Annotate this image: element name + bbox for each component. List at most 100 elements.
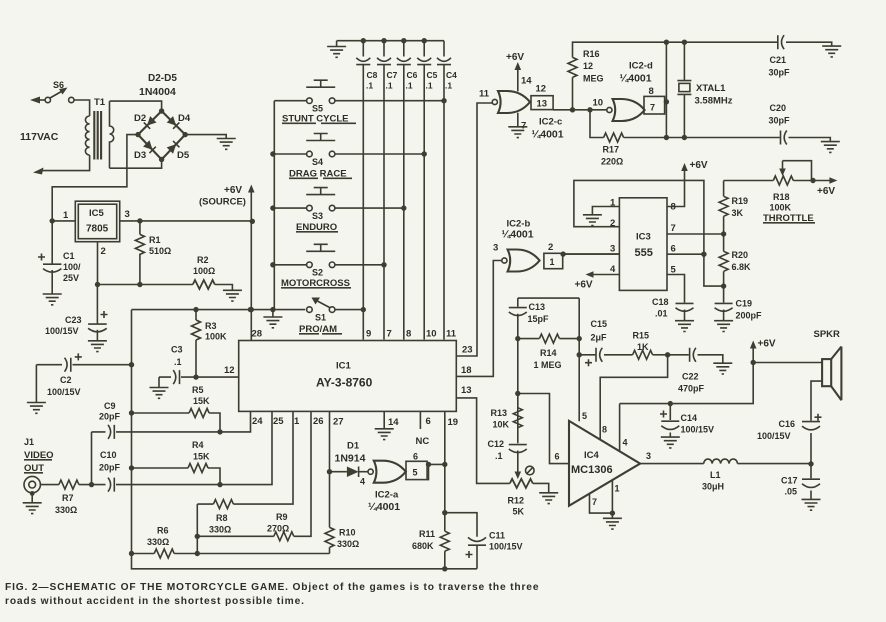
svg-text:.1: .1: [366, 81, 373, 91]
svg-text:C13: C13: [529, 302, 546, 312]
svg-text:IC2-d: IC2-d: [629, 61, 653, 72]
svg-text:5: 5: [582, 411, 587, 421]
svg-text:THROTTLE: THROTTLE: [763, 213, 814, 224]
svg-text:+6V: +6V: [690, 160, 708, 171]
svg-text:3: 3: [125, 209, 130, 220]
svg-text:.1: .1: [406, 81, 413, 91]
svg-text:9: 9: [366, 329, 371, 340]
svg-text:27: 27: [333, 417, 344, 428]
svg-text:3.58MHz: 3.58MHz: [695, 96, 733, 107]
svg-text:7: 7: [521, 121, 526, 132]
svg-text:R14: R14: [540, 348, 557, 358]
svg-text:30pF: 30pF: [769, 116, 791, 126]
svg-text:100K: 100K: [205, 332, 227, 342]
svg-text:28: 28: [252, 329, 263, 340]
svg-text:14: 14: [521, 76, 532, 87]
svg-text:(SOURCE): (SOURCE): [199, 197, 246, 208]
svg-text:+6V: +6V: [506, 52, 524, 63]
svg-text:100Ω: 100Ω: [193, 266, 215, 276]
svg-text:C22: C22: [682, 372, 699, 382]
svg-text:C11: C11: [489, 531, 505, 541]
svg-text:25: 25: [273, 416, 284, 427]
svg-text:.05: .05: [785, 487, 798, 497]
svg-text:30pF: 30pF: [769, 68, 791, 78]
svg-text:IC3: IC3: [636, 232, 651, 243]
svg-text:S6: S6: [53, 80, 64, 90]
svg-text:C5: C5: [427, 70, 438, 80]
svg-text:.01: .01: [655, 309, 668, 319]
svg-text:7805: 7805: [86, 224, 109, 235]
svg-text:5K: 5K: [513, 507, 525, 517]
svg-text:24: 24: [252, 416, 263, 427]
svg-text:C23: C23: [65, 315, 82, 325]
svg-text:5: 5: [413, 468, 418, 478]
svg-text:2: 2: [101, 246, 106, 257]
svg-text:R10: R10: [339, 528, 356, 538]
svg-text:D5: D5: [177, 150, 190, 161]
svg-text:330Ω: 330Ω: [55, 505, 77, 515]
svg-text:SPKR: SPKR: [814, 329, 841, 340]
svg-text:7: 7: [592, 497, 597, 507]
svg-text:NC: NC: [416, 436, 430, 447]
svg-text:MC1306: MC1306: [571, 464, 613, 476]
svg-text:+6V: +6V: [817, 186, 835, 197]
svg-text:15K: 15K: [193, 396, 210, 406]
svg-text:6: 6: [413, 452, 418, 462]
svg-text:680K: 680K: [412, 541, 434, 551]
svg-text:1: 1: [63, 210, 69, 221]
svg-text:IC2-a: IC2-a: [375, 490, 399, 501]
svg-text:+6V: +6V: [224, 185, 242, 196]
svg-text:270Ω: 270Ω: [267, 524, 289, 534]
svg-text:C2: C2: [60, 375, 72, 385]
svg-text:15K: 15K: [193, 452, 210, 462]
svg-text:J1: J1: [24, 437, 34, 447]
svg-text:.1: .1: [495, 451, 503, 461]
svg-text:IC4: IC4: [584, 450, 600, 461]
svg-text:1: 1: [610, 198, 616, 209]
svg-text:23: 23: [462, 345, 473, 356]
svg-text:3: 3: [493, 243, 498, 254]
svg-text:¼4001: ¼4001: [620, 73, 652, 85]
svg-text:11: 11: [479, 89, 490, 100]
svg-text:10K: 10K: [493, 420, 510, 430]
svg-text:C8: C8: [367, 70, 378, 80]
svg-text:8: 8: [406, 329, 411, 340]
svg-text:D4: D4: [178, 113, 191, 124]
svg-text:100/15V: 100/15V: [489, 542, 523, 552]
svg-text:25V: 25V: [63, 273, 79, 283]
svg-text:S2: S2: [312, 268, 323, 278]
svg-text:4: 4: [623, 438, 628, 448]
svg-text:R5: R5: [192, 385, 204, 395]
svg-text:20pF: 20pF: [99, 412, 121, 422]
svg-text:30μH: 30μH: [702, 482, 724, 492]
svg-text:220Ω: 220Ω: [601, 157, 623, 167]
svg-text:+6V: +6V: [758, 339, 776, 350]
svg-text:7: 7: [650, 103, 655, 113]
svg-text:FIG. 2—SCHEMATIC OF THE MOTORC: FIG. 2—SCHEMATIC OF THE MOTORCYCLE GAME.…: [5, 582, 539, 593]
svg-text:DRAG RACE: DRAG RACE: [289, 169, 347, 180]
svg-text:100/: 100/: [63, 262, 81, 272]
svg-text:2: 2: [548, 242, 553, 253]
svg-text:S5: S5: [312, 104, 323, 114]
svg-text:1K: 1K: [637, 342, 649, 352]
svg-text:13: 13: [461, 385, 472, 396]
svg-text:R16: R16: [583, 49, 600, 59]
svg-text:12: 12: [224, 365, 235, 376]
svg-text:6: 6: [555, 452, 560, 462]
svg-text:330Ω: 330Ω: [337, 539, 359, 549]
svg-text:200pF: 200pF: [736, 311, 763, 321]
svg-text:1: 1: [550, 257, 555, 267]
svg-text:IC2-c: IC2-c: [539, 117, 562, 128]
svg-text:IC2-b: IC2-b: [507, 219, 531, 230]
svg-text:C16: C16: [779, 419, 796, 429]
svg-text:100/15V: 100/15V: [47, 387, 81, 397]
svg-text:PRO/AM: PRO/AM: [299, 324, 337, 335]
svg-text:C3: C3: [171, 345, 183, 355]
svg-text:3: 3: [646, 451, 651, 461]
svg-text:R6: R6: [157, 526, 169, 536]
svg-text:C6: C6: [407, 70, 418, 80]
svg-text:12: 12: [536, 84, 547, 95]
svg-text:¼4001: ¼4001: [368, 501, 400, 513]
svg-text:10: 10: [593, 98, 604, 109]
svg-text:6.8K: 6.8K: [732, 262, 752, 272]
